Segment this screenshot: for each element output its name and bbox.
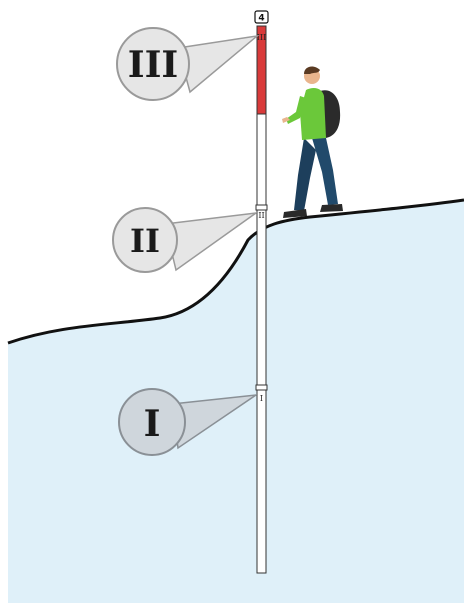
pole-top-tag: 4	[258, 14, 264, 24]
ground-line	[7, 198, 464, 345]
hiker-back-shoe	[283, 209, 307, 218]
hiker-back-leg	[294, 138, 316, 211]
hiker-figure	[282, 66, 343, 218]
pole-mark-ii: II	[258, 211, 264, 220]
measuring-pole: III II I 4	[254, 10, 269, 574]
callout-iii-bubble	[116, 27, 190, 101]
pole-red-segment	[256, 25, 267, 115]
callout-iii: III	[116, 27, 260, 101]
pole-joint-upper	[255, 204, 268, 211]
hiker-forearm	[282, 117, 290, 123]
callout-i-bubble	[118, 388, 186, 456]
callout-ii-bubble	[112, 207, 178, 273]
pole-joint-lower	[255, 384, 268, 391]
pole-mark-iii: III	[257, 33, 266, 42]
callout-ii-label: II	[130, 222, 160, 260]
hiker-torso	[300, 88, 326, 140]
pole-top-tag-box	[254, 10, 269, 24]
hiker-hair	[304, 66, 320, 74]
callout-ii: II	[112, 207, 257, 273]
pole-mark-i: I	[260, 394, 263, 403]
hiker-front-shoe	[320, 204, 343, 212]
callout-i: I	[118, 388, 257, 456]
callout-i-label: I	[144, 403, 161, 445]
callout-iii-label: III	[128, 44, 179, 86]
hiker-front-leg	[312, 138, 338, 205]
hiker-arm	[286, 96, 306, 124]
